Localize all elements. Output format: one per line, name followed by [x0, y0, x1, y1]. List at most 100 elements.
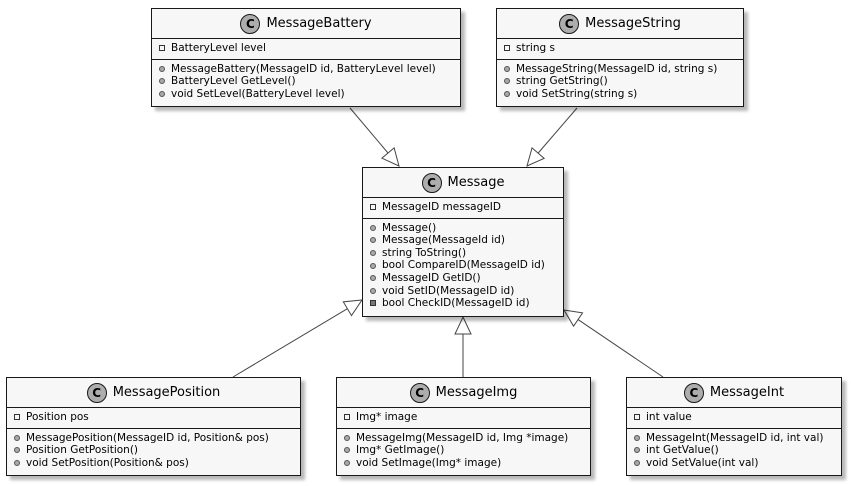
inheritance-line-position	[232, 308, 348, 378]
class-operations: MessageInt(MessageID id, int val)int Get…	[627, 429, 841, 473]
operation-row: MessagePosition(MessageID id, Position& …	[7, 432, 300, 445]
class-header: C MessageInt	[627, 378, 841, 408]
operation-row: void SetID(MessageID id)	[363, 285, 563, 298]
operation-row: void SetPosition(Position& pos)	[7, 457, 300, 470]
attribute-row: MessageID messageID	[363, 201, 563, 214]
public-visibility-icon	[370, 237, 376, 244]
public-visibility-icon	[159, 91, 165, 98]
class-stereotype-icon: C	[559, 13, 580, 34]
operation-text: string ToString()	[382, 246, 467, 259]
class-name: MessageInt	[709, 385, 785, 400]
attribute-row: int value	[627, 411, 841, 424]
private-visibility-icon	[504, 45, 510, 52]
attribute-text: MessageID messageID	[382, 201, 501, 213]
class-operations: MessageString(MessageID id, string s)str…	[497, 60, 743, 104]
class-operations: MessageImg(MessageID id, Img *image)Img*…	[337, 429, 590, 473]
operation-text: void SetImage(Img* image)	[356, 456, 502, 469]
public-visibility-icon	[370, 262, 376, 269]
operation-text: Message()	[382, 221, 437, 234]
attribute-text: string s	[516, 42, 555, 54]
operation-text: void SetLevel(BatteryLevel level)	[171, 87, 345, 100]
operation-row: MessageInt(MessageID id, int val)	[627, 432, 841, 445]
public-visibility-icon	[344, 434, 350, 441]
operation-row: Img* GetImage()	[337, 444, 590, 457]
class-stereotype-icon: C	[86, 382, 107, 403]
operation-text: MessageString(MessageID id, string s)	[516, 62, 718, 75]
operation-row: MessageString(MessageID id, string s)	[497, 63, 743, 76]
public-visibility-icon	[14, 460, 20, 467]
operation-row: BatteryLevel GetLevel()	[152, 75, 460, 88]
operation-row: MessageID GetID()	[363, 272, 563, 285]
attribute-text: Img* image	[356, 411, 418, 423]
class-name: MessageBattery	[266, 16, 372, 31]
operation-row: void SetValue(int val)	[627, 457, 841, 470]
attribute-row: string s	[497, 42, 743, 55]
inheritance-line-string	[537, 107, 578, 154]
operation-row: MessageImg(MessageID id, Img *image)	[337, 432, 590, 445]
operation-text: MessageID GetID()	[382, 271, 481, 284]
operation-row: string GetString()	[497, 75, 743, 88]
private-visibility-icon	[634, 414, 640, 421]
operation-text: Message(MessageId id)	[382, 234, 505, 247]
class-header: C MessageBattery	[152, 9, 460, 39]
inheritance-line-battery	[349, 107, 389, 154]
public-visibility-icon	[370, 275, 376, 282]
class-name: MessageImg	[435, 385, 518, 400]
public-visibility-icon	[370, 287, 376, 294]
public-visibility-icon	[14, 434, 20, 441]
class-stereotype-icon: C	[409, 382, 430, 403]
operation-text: MessageImg(MessageID id, Img *image)	[356, 431, 569, 444]
protected-visibility-icon	[370, 300, 376, 307]
operation-row: MessageBattery(MessageID id, BatteryLeve…	[152, 63, 460, 76]
operation-row: Message()	[363, 222, 563, 235]
operation-text: MessageBattery(MessageID id, BatteryLeve…	[171, 62, 436, 75]
operation-row: Message(MessageId id)	[363, 234, 563, 247]
operation-row: void SetImage(Img* image)	[337, 457, 590, 470]
operation-text: string GetString()	[516, 75, 608, 88]
class-stereotype-icon: C	[421, 172, 442, 193]
public-visibility-icon	[344, 460, 350, 467]
private-visibility-icon	[14, 414, 20, 421]
operation-text: void SetString(string s)	[516, 87, 638, 100]
inheritance-arrowhead-int	[563, 309, 584, 328]
public-visibility-icon	[634, 434, 640, 441]
operation-text: BatteryLevel GetLevel()	[171, 75, 296, 88]
operation-text: MessagePosition(MessageID id, Position& …	[26, 431, 269, 444]
inheritance-arrowhead-battery	[380, 146, 400, 167]
inheritance-arrowhead-position	[342, 299, 364, 317]
class-operations: Message()Message(MessageId id)string ToS…	[363, 219, 563, 313]
class-attributes: Position pos	[7, 408, 300, 429]
operation-text: void SetPosition(Position& pos)	[26, 456, 189, 469]
operation-row: bool CheckID(MessageID id)	[363, 297, 563, 310]
public-visibility-icon	[159, 78, 165, 85]
operation-text: bool CheckID(MessageID id)	[382, 297, 530, 310]
operation-row: void SetString(string s)	[497, 88, 743, 101]
class-stereotype-icon: C	[683, 382, 704, 403]
public-visibility-icon	[344, 447, 350, 454]
attribute-text: int value	[646, 411, 692, 423]
class-attributes: MessageID messageID	[363, 198, 563, 219]
class-attributes: Img* image	[337, 408, 590, 429]
class-header: C MessageImg	[337, 378, 590, 408]
public-visibility-icon	[370, 250, 376, 257]
public-visibility-icon	[634, 460, 640, 467]
operation-text: bool CompareID(MessageID id)	[382, 259, 545, 272]
attribute-row: Img* image	[337, 411, 590, 424]
class-stereotype-icon: C	[240, 13, 261, 34]
class-operations: MessageBattery(MessageID id, BatteryLeve…	[152, 60, 460, 104]
operation-row: void SetLevel(BatteryLevel level)	[152, 88, 460, 101]
class-attributes: string s	[497, 39, 743, 60]
attribute-row: BatteryLevel level	[152, 42, 460, 55]
operation-text: Img* GetImage()	[356, 444, 445, 457]
operation-row: string ToString()	[363, 247, 563, 260]
public-visibility-icon	[504, 78, 510, 85]
